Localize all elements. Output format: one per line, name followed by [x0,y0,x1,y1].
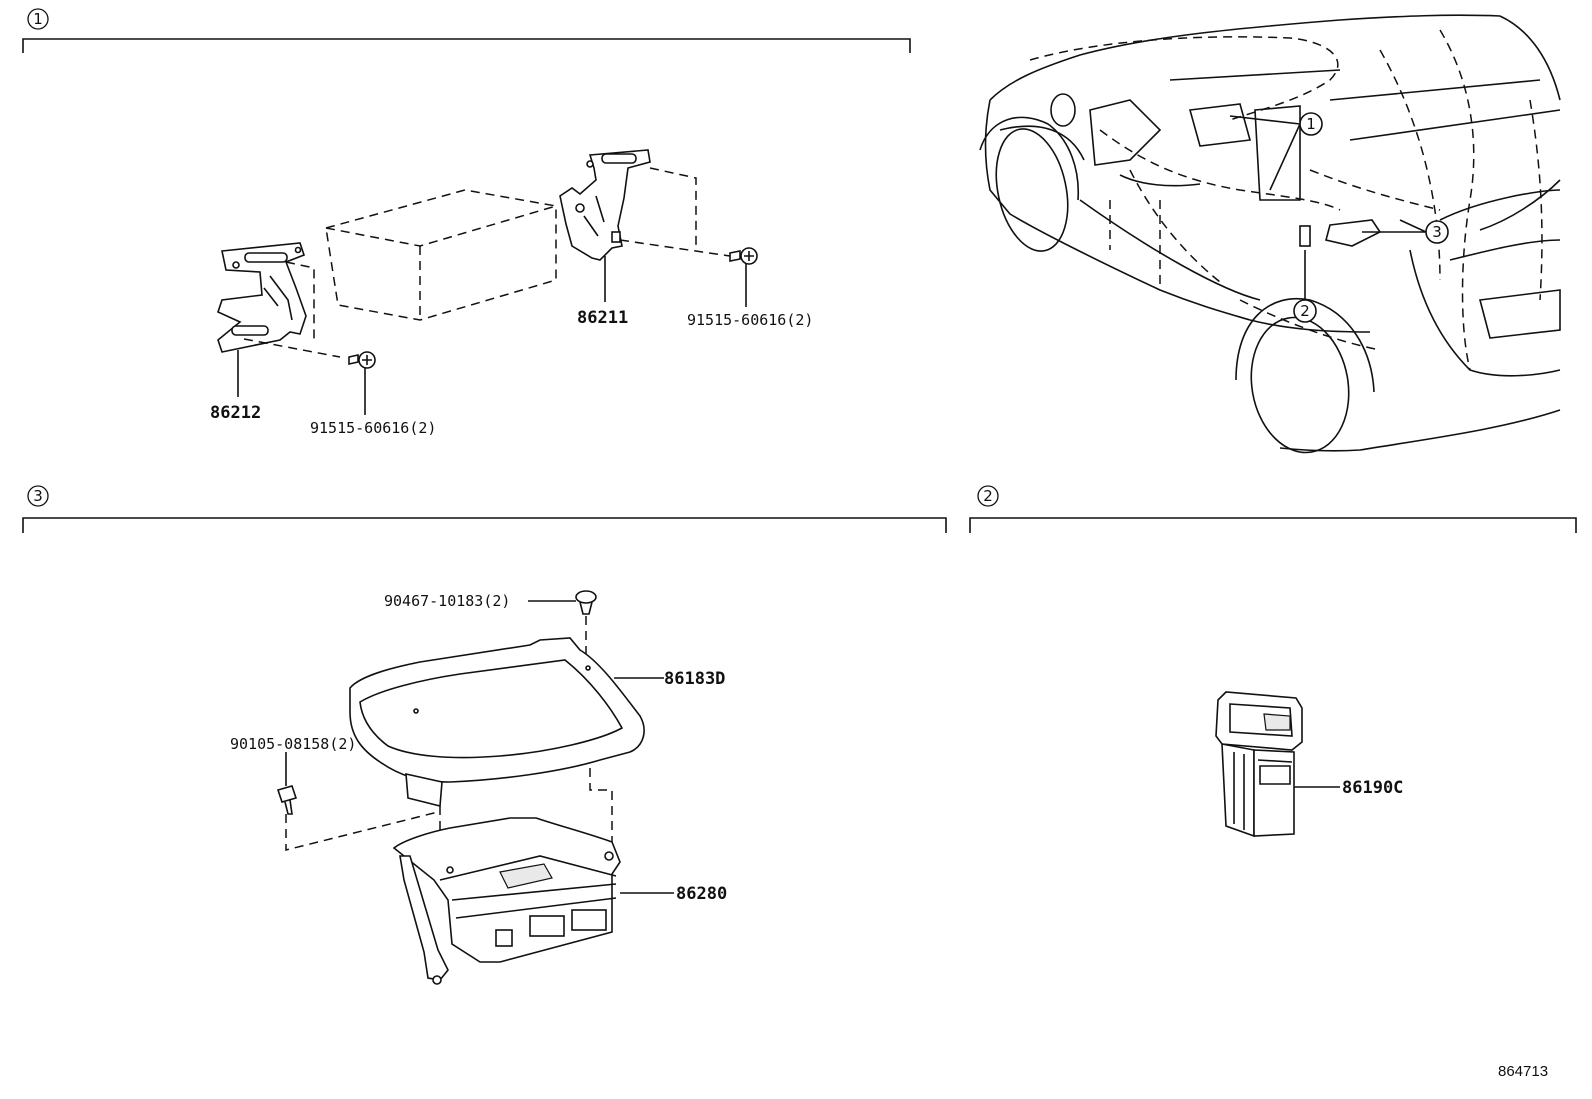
label-91515-right: 91515-60616(2) [687,311,813,329]
section-1-marker [27,8,49,30]
label-86212: 86212 [210,403,261,423]
label-91515-left: 91515-60616(2) [310,419,436,437]
bracket-86211 [559,149,651,261]
section-3-number: 3 [33,487,43,505]
section-3-bracket [22,517,947,533]
screw-right [729,247,758,265]
ecu-86280 [392,817,621,985]
svg-text:2: 2 [1300,302,1310,320]
section-1: 1 86212 91515-60616(2) [22,8,911,437]
section-2-bracket [969,517,1577,533]
section-2: 2 86190C [969,485,1577,838]
switch-86190C [1215,691,1303,838]
label-90105: 90105-08158(2) [230,735,356,753]
cover-86183D [349,637,645,808]
reference-number: 864713 [1498,1063,1548,1080]
section-1-bracket [22,38,911,53]
callout-2: 2 [1293,250,1317,323]
bracket-86212 [217,242,307,353]
label-86183D: 86183D [664,669,725,689]
clip-90467 [575,590,597,615]
label-86190C: 86190C [1342,778,1403,798]
section-3: 3 90467-10183(2) 86183D 90105-08158(2) [22,485,947,985]
callout-3: 3 [1362,219,1449,244]
section-2-number: 2 [983,487,993,505]
section-3-marker [27,485,49,507]
bolt-90105 [276,785,298,815]
section-2-marker [977,485,999,507]
svg-text:3: 3 [1432,223,1442,241]
label-86280: 86280 [676,884,727,904]
callout-1: 1 [1229,112,1323,191]
screw-left [348,351,376,369]
unit-outline [325,189,557,321]
label-86211: 86211 [577,308,628,328]
label-90467: 90467-10183(2) [384,592,510,610]
section-1-number: 1 [33,10,43,28]
vehicle-view: 1 3 2 [979,14,1561,454]
svg-text:1: 1 [1306,115,1316,133]
